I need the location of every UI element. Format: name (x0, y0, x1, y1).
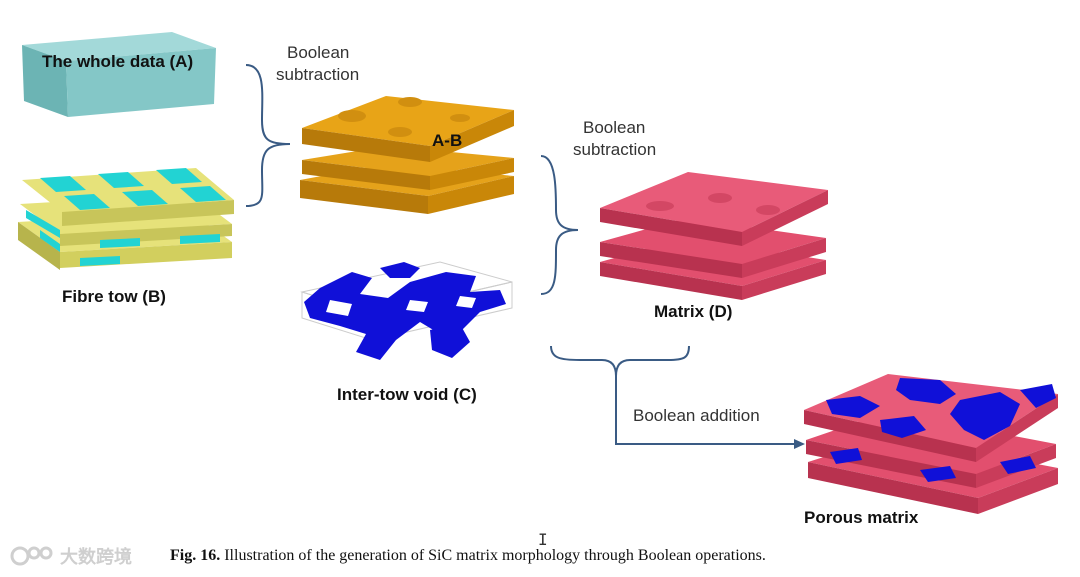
fibre-tow-label: Fibre tow (B) (62, 287, 166, 307)
matrix-label: Matrix (D) (654, 302, 732, 322)
matrix-model (600, 172, 828, 300)
whole-data-label: The whole data (A) (42, 52, 193, 72)
porous-matrix-label: Porous matrix (804, 508, 918, 528)
caption-text: Illustration of the generation of SiC ma… (224, 547, 766, 564)
fibre-tow-model (18, 168, 234, 270)
boolean-subtraction-1-line2: subtraction (276, 64, 359, 86)
arrow-head (794, 439, 805, 449)
a-minus-b-model (300, 96, 514, 214)
whole-data-block (22, 32, 216, 117)
inter-tow-void-label: Inter-tow void (C) (337, 385, 477, 405)
figure-caption: Fig. 16. Illustration of the generation … (170, 547, 766, 565)
a-minus-b-label: A-B (432, 131, 462, 151)
bracket-subtraction-1 (246, 65, 290, 206)
bracket-addition (551, 346, 689, 376)
watermark: 大数跨境 (10, 543, 132, 569)
inter-tow-void-model (302, 262, 512, 360)
boolean-subtraction-2-line1: Boolean (583, 117, 645, 139)
watermark-text: 大数跨境 (60, 543, 132, 569)
watermark-logo-icon (10, 545, 54, 567)
boolean-subtraction-2-line2: subtraction (573, 139, 656, 161)
porous-matrix-model (804, 374, 1058, 514)
caption-number: Fig. 16. (170, 547, 220, 564)
boolean-subtraction-1-line1: Boolean (287, 42, 349, 64)
boolean-addition-label: Boolean addition (633, 405, 760, 427)
bracket-subtraction-2 (541, 156, 578, 294)
